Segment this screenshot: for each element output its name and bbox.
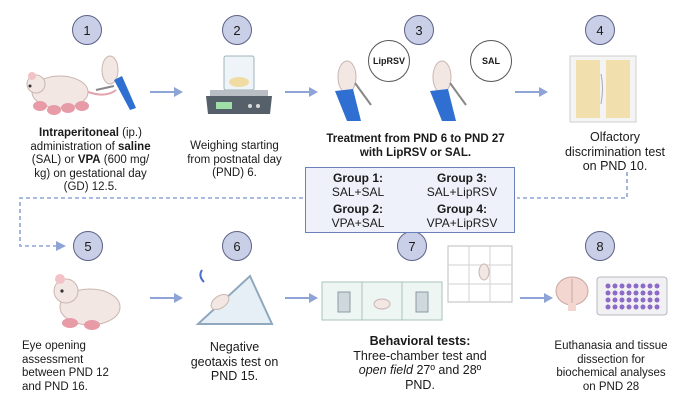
arrow-5-to-6	[150, 293, 183, 303]
mouse-injection-illustration	[26, 55, 136, 115]
step-8-caption-line-3: biochemical analyses	[556, 367, 666, 379]
arrow-1-to-2	[150, 87, 183, 97]
group-2: Group 2: VPA+SAL	[308, 202, 408, 230]
behavioral-apparatus-illustration	[321, 245, 513, 321]
step-7-badge: 7	[397, 231, 427, 261]
treatment-illustration-right	[430, 60, 467, 121]
step-1-caption-rest-3: (600 mg/	[100, 154, 150, 166]
step-1-caption-line-4: kg) on gestational day	[34, 167, 147, 180]
liprsv-label: LipRSV	[372, 56, 405, 66]
step-8-number: 8	[596, 238, 604, 254]
group-1: Group 1: SAL+SAL	[308, 171, 408, 199]
group-4-title: Group 4:	[437, 202, 487, 216]
step-5-caption-line-4: and PND 16.	[22, 380, 88, 393]
group-2-value: VPA+SAL	[331, 216, 385, 230]
step-5-badge: 5	[73, 231, 103, 261]
olfactory-tray-illustration	[569, 55, 637, 123]
step-2-caption-line-1: Weighing starting	[190, 140, 279, 152]
step-7-caption-line-4: PND.	[405, 377, 435, 392]
step-6-caption: Negative geotaxis test on PND 15.	[172, 340, 297, 384]
sal-label: SAL	[482, 56, 500, 66]
group-1-title: Group 1:	[333, 171, 383, 185]
sal-bubble: SAL	[470, 40, 512, 82]
step-8-caption: Euthanasia and tissue dissection for bio…	[540, 340, 682, 394]
step-6-number: 6	[233, 238, 241, 254]
step-1-caption: Intraperitoneal (ip.) administration of …	[18, 127, 163, 195]
group-4: Group 4: VPA+LipRSV	[412, 202, 512, 230]
treatment-groups-box: Group 1: SAL+SAL Group 3: SAL+LipRSV Gro…	[305, 167, 515, 233]
step-7-caption-line-3-rest: 27º and 28º	[413, 363, 482, 377]
step-3-number: 3	[415, 22, 423, 38]
brain-illustration	[555, 276, 589, 311]
step-6-caption-line-2: geotaxis test on	[190, 354, 279, 369]
step-4-caption-line-2: discrimination test	[564, 144, 666, 159]
step-3-caption-line-2: with LipRSV or SAL.	[359, 146, 472, 159]
step-1-caption-bold-2: saline	[117, 140, 151, 153]
arrow-3-to-4	[515, 87, 548, 97]
group-3-title: Group 3:	[437, 171, 487, 185]
step-2-caption: Weighing starting from postnatal day (PN…	[172, 140, 297, 181]
step-3-caption-line-1: Treatment from PND 6 to PND 27	[326, 133, 505, 145]
step-1-caption-pre-3: (SAL) or	[31, 154, 78, 166]
step-1-badge: 1	[72, 15, 102, 45]
step-7-caption: Behavioral tests: Three-chamber test and…	[325, 334, 515, 392]
liprsv-bubble: LipRSV	[368, 40, 410, 82]
scale-illustration	[206, 55, 272, 114]
step-6-caption-line-3: PND 15.	[210, 369, 259, 383]
eye-opening-illustration	[53, 274, 121, 330]
step-2-badge: 2	[222, 15, 252, 45]
geotaxis-ramp-illustration	[195, 269, 274, 325]
step-8-badge: 8	[585, 231, 615, 261]
group-3-value: SAL+LipRSV	[426, 185, 498, 199]
step-2-caption-line-2: from postnatal day	[187, 153, 282, 166]
group-4-value: VPA+LipRSV	[426, 216, 498, 230]
assay-plate-illustration	[596, 276, 668, 316]
step-1-caption-rest-1: (ip.)	[118, 127, 142, 139]
step-3-caption: Treatment from PND 6 to PND 27 with LipR…	[303, 133, 528, 160]
step-6-caption-line-1: Negative	[209, 340, 260, 354]
step-1-number: 1	[83, 22, 91, 38]
step-4-badge: 4	[585, 15, 615, 45]
step-7-caption-title: Behavioral tests:	[369, 334, 471, 348]
step-5-caption: Eye opening assessment between PND 12 an…	[22, 340, 142, 394]
step-5-caption-line-3: between PND 12	[22, 367, 109, 379]
step-7-number: 7	[408, 238, 416, 254]
step-5-caption-line-2: assessment	[22, 353, 84, 366]
step-3-badge: 3	[404, 15, 434, 45]
treatment-illustration-left	[335, 60, 372, 121]
step-8-caption-line-1: Euthanasia and tissue	[554, 340, 668, 352]
step-2-caption-line-3: (PND) 6.	[212, 167, 257, 179]
step-1-caption-bold-1: Intraperitoneal	[39, 127, 119, 139]
step-1-caption-pre-2: administration of	[30, 140, 118, 153]
step-4-number: 4	[596, 22, 604, 38]
arrow-6-to-7	[285, 293, 318, 303]
group-2-title: Group 2:	[333, 202, 383, 216]
step-7-caption-italic: open field	[358, 363, 413, 377]
step-1-caption-line-5: (GD) 12.5.	[63, 181, 118, 193]
step-1-caption-bold-3: VPA	[77, 154, 101, 166]
group-1-value: SAL+SAL	[331, 185, 385, 199]
step-4-caption: Olfactory discrimination test on PND 10.	[555, 130, 675, 174]
step-7-caption-line-2: Three-chamber test and	[353, 348, 487, 363]
step-4-caption-line-3: on PND 10.	[582, 159, 648, 173]
group-3: Group 3: SAL+LipRSV	[412, 171, 512, 199]
step-5-number: 5	[84, 238, 92, 254]
step-8-caption-line-4: on PND 28	[582, 380, 640, 393]
step-4-caption-line-1: Olfactory	[589, 130, 640, 144]
step-5-caption-line-1: Eye opening	[22, 340, 86, 352]
step-6-badge: 6	[222, 231, 252, 261]
arrow-7-to-8	[520, 293, 553, 303]
arrow-2-to-3	[285, 87, 318, 97]
step-2-number: 2	[233, 22, 241, 38]
step-8-caption-line-2: dissection for	[577, 353, 645, 366]
